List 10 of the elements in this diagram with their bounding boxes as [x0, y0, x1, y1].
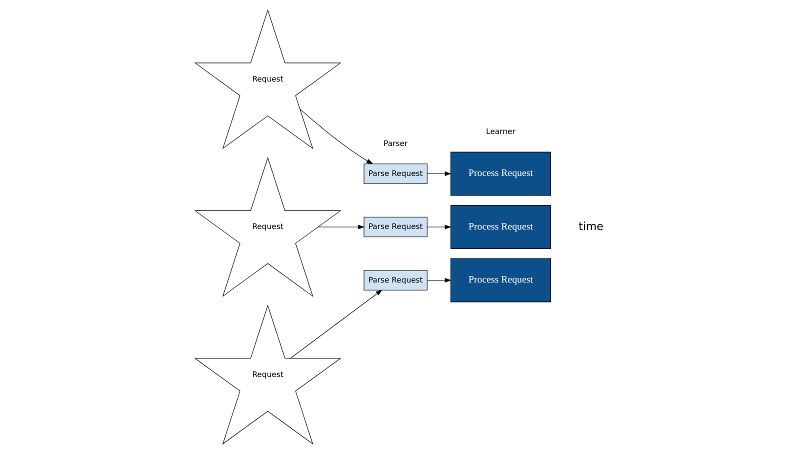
- arrow: [426, 278, 452, 283]
- arrow: [318, 224, 365, 230]
- node-box: Process Request: [450, 152, 551, 196]
- arrow: [290, 290, 382, 359]
- node-box: Process Request: [450, 205, 551, 249]
- arrow: [426, 224, 452, 230]
- node-box: Process Request: [450, 258, 551, 302]
- arrow: [300, 108, 374, 164]
- arrow: [426, 171, 452, 176]
- label: time: [578, 220, 604, 233]
